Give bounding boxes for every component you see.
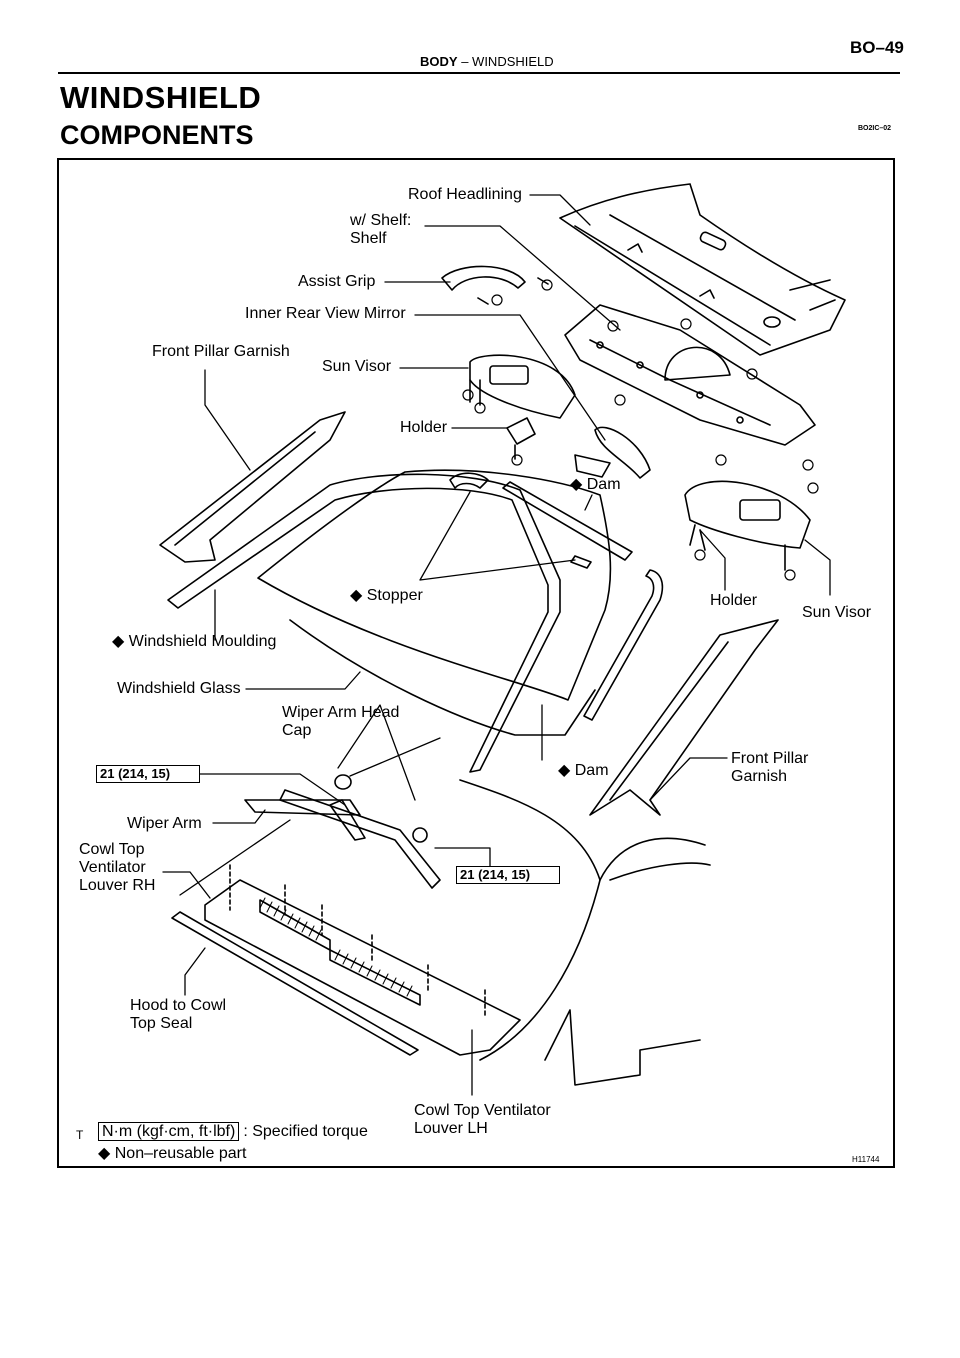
legend-stray-mark: T (76, 1128, 84, 1142)
label-sun-visor-left: Sun Visor (322, 358, 392, 375)
legend-nonreusable: ◆ Non–reusable part (98, 1145, 247, 1162)
header-rule (58, 72, 900, 74)
header-dash: – (461, 54, 469, 69)
windshield-glass-drawing (257, 469, 612, 736)
wiper-arm-drawing (244, 774, 441, 889)
hood-seal-drawing (171, 911, 419, 1056)
label-stopper: ◆ Stopper (350, 587, 423, 604)
label-sun-visor-right: Sun Visor (802, 604, 872, 621)
legend-torque-desc: : Specified torque (243, 1123, 368, 1140)
label-holder-right: Holder (710, 592, 758, 609)
label-dam-bottom: ◆ Dam (558, 762, 609, 779)
assist-grip-drawing (441, 265, 549, 305)
label-windshield-glass: Windshield Glass (117, 680, 241, 697)
label-wiper-arm-head-cap-2: Cap (282, 722, 312, 739)
page-title: WINDSHIELD (60, 80, 262, 115)
fasteners (462, 279, 819, 581)
torque-spec-right: 21 (214, 15) (456, 866, 560, 884)
page-subtitle: COMPONENTS (60, 120, 254, 150)
label-roof-headlining: Roof Headlining (408, 186, 522, 203)
label-cowl-lh-1: Cowl Top Ventilator (414, 1102, 551, 1119)
label-front-pillar-garnish-left: Front Pillar Garnish (152, 343, 290, 360)
front-pillar-garnish-right-drawing (589, 619, 779, 816)
label-dam-top: ◆ Dam (570, 476, 621, 493)
header-subsection: WINDSHIELD (472, 54, 554, 69)
label-w-shelf: w/ Shelf: (350, 212, 412, 229)
label-wiper-arm-head-cap-1: Wiper Arm Head (282, 704, 400, 721)
sun-visor-left-drawing (469, 354, 576, 419)
label-cowl-rh-2: Ventilator (79, 859, 146, 876)
label-shelf: Shelf (350, 230, 387, 247)
front-pillar-garnish-left-drawing (159, 411, 346, 563)
label-front-pillar-garnish-right-1: Front Pillar (731, 750, 809, 767)
label-windshield-moulding: ◆ Windshield Moulding (112, 633, 277, 650)
cowl-louver-drawing (204, 864, 521, 1056)
holder-left-drawing (506, 417, 536, 460)
header-center: BODY – WINDSHIELD (420, 54, 554, 69)
figure-id: H11744 (852, 1155, 880, 1164)
legend-torque-unit: N·m (kgf·cm, ft·lbf) (98, 1122, 240, 1141)
label-holder-left: Holder (400, 419, 448, 436)
mirror-drawing (574, 426, 651, 479)
legend-torque: N·m (kgf·cm, ft·lbf): Specified torque (98, 1122, 368, 1141)
label-cowl-lh-2: Louver LH (414, 1120, 488, 1137)
label-front-pillar-garnish-right-2: Garnish (731, 768, 788, 785)
label-wiper-arm: Wiper Arm (127, 815, 202, 832)
header-section: BODY (420, 54, 458, 69)
stopper-drawing (449, 472, 489, 489)
windshield-moulding-drawing (167, 473, 561, 773)
dam-right-strip (583, 569, 664, 721)
diagram-frame (57, 158, 895, 1168)
label-hood-seal-2: Top Seal (130, 1015, 193, 1032)
leader-lines (162, 194, 831, 1096)
sun-visor-right-drawing (684, 480, 811, 571)
torque-spec-left: 21 (214, 15) (96, 765, 200, 783)
reference-code: BO2IC–02 (858, 125, 892, 132)
roof-headlining-drawing (559, 183, 846, 356)
label-cowl-rh-3: Louver RH (79, 877, 156, 894)
label-inner-mirror: Inner Rear View Mirror (245, 305, 406, 322)
car-body-drawing (459, 779, 711, 1086)
shelf-drawing (564, 304, 816, 446)
label-hood-seal-1: Hood to Cowl (130, 997, 227, 1014)
page-number: BO–49 (850, 38, 904, 57)
label-assist-grip: Assist Grip (298, 273, 376, 290)
label-cowl-rh-1: Cowl Top (79, 841, 145, 858)
